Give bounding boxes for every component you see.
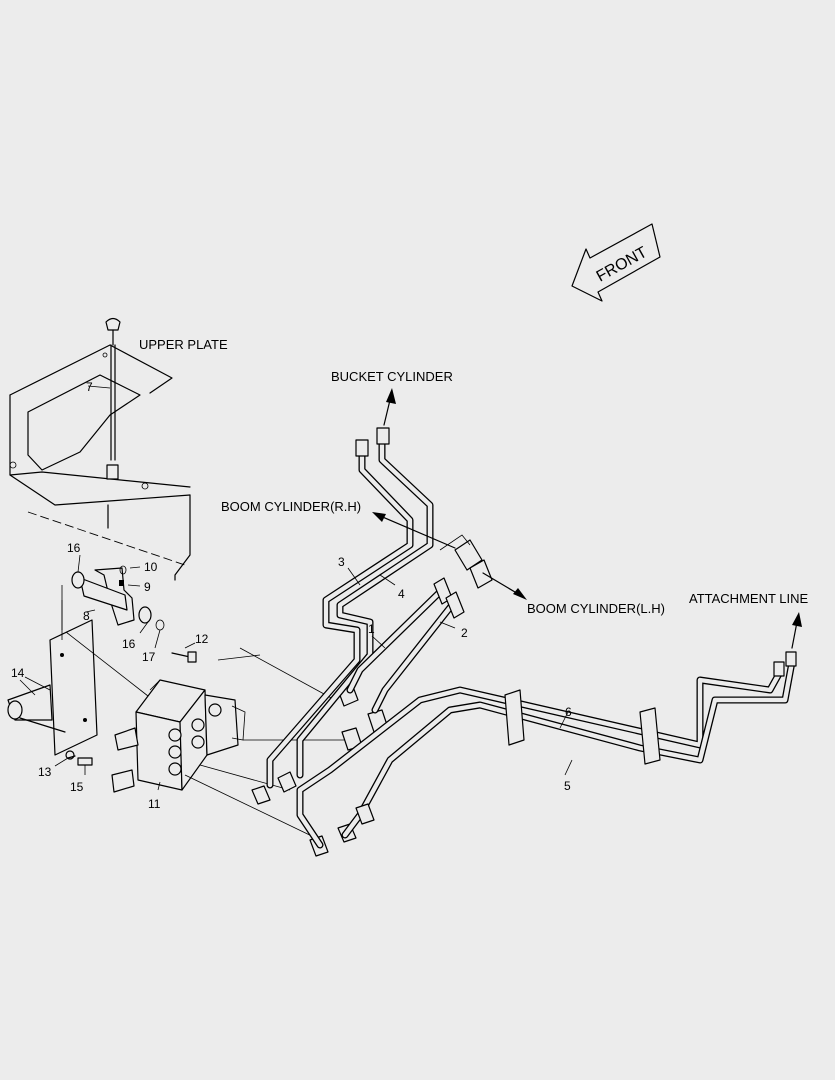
part-number-14: 14 bbox=[11, 666, 25, 680]
part-number-15: 15 bbox=[70, 780, 84, 794]
leader-lines bbox=[19, 554, 573, 791]
bolts-part-13-15 bbox=[65, 750, 93, 766]
part-number-8: 8 bbox=[83, 609, 90, 623]
part-number-13: 13 bbox=[38, 765, 52, 779]
part-number-16-upper: 16 bbox=[67, 541, 81, 555]
boom-cylinder-rh-label: BOOM CYLINDER(R.H) bbox=[221, 499, 361, 514]
bracket-assembly-part-8 bbox=[71, 565, 165, 631]
part-number-9: 9 bbox=[144, 580, 151, 594]
part-number-4: 4 bbox=[398, 587, 405, 601]
part-number-1: 1 bbox=[368, 622, 375, 636]
attachment-line-label: ATTACHMENT LINE bbox=[689, 591, 809, 606]
part-number-17: 17 bbox=[142, 650, 156, 664]
part-number-12: 12 bbox=[195, 632, 209, 646]
bucket-cylinder-label: BUCKET CYLINDER bbox=[331, 369, 453, 384]
boom-cylinder-hoses-part-1-2 bbox=[346, 534, 493, 714]
upper-plate-label: UPPER PLATE bbox=[139, 337, 228, 352]
boom-cylinder-lh-label: BOOM CYLINDER(L.H) bbox=[527, 601, 665, 616]
part-number-6: 6 bbox=[565, 705, 572, 719]
part-number-5: 5 bbox=[564, 779, 571, 793]
part-number-3: 3 bbox=[338, 555, 345, 569]
direction-arrows bbox=[372, 388, 802, 649]
control-valve-part-11 bbox=[111, 679, 246, 793]
exploded-view-guides bbox=[61, 585, 345, 841]
front-direction-arrow: FRONT bbox=[571, 223, 661, 302]
mounting-plate-part-14 bbox=[7, 600, 98, 756]
attachment-line-pipes-part-5-6 bbox=[296, 651, 797, 849]
valve-fittings bbox=[251, 683, 389, 857]
lever-rod-part-7 bbox=[87, 317, 121, 480]
bucket-cylinder-pipes-part-3-4 bbox=[266, 427, 434, 789]
part-number-11: 11 bbox=[148, 797, 161, 811]
bolt-part-12 bbox=[171, 651, 197, 663]
part-number-2: 2 bbox=[461, 626, 468, 640]
part-number-16-lower: 16 bbox=[122, 637, 136, 651]
upper-plate-frame bbox=[9, 344, 191, 581]
part-number-10: 10 bbox=[144, 560, 158, 574]
part-number-7: 7 bbox=[86, 380, 93, 394]
